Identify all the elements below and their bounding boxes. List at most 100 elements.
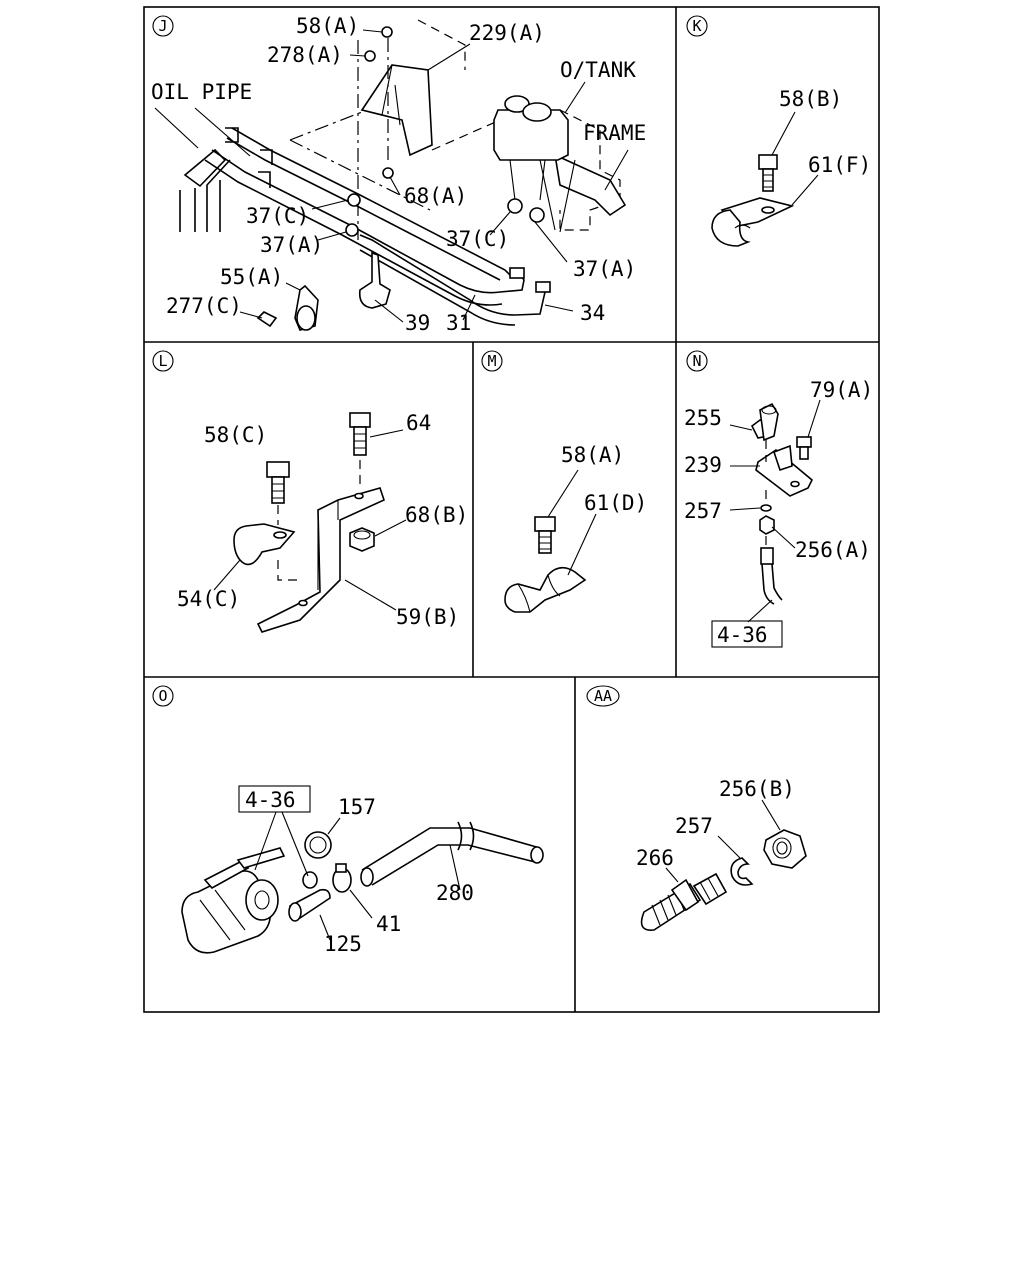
label-37c-left: 37(C) bbox=[246, 204, 309, 228]
oil-pipe-lower bbox=[204, 149, 525, 306]
bracket-229a bbox=[360, 64, 433, 157]
nut-278a bbox=[364, 50, 376, 62]
label-58c: 58(C) bbox=[204, 423, 267, 447]
label-125: 125 bbox=[324, 932, 362, 956]
ref-box-4-36-o[interactable]: 4-36 bbox=[238, 785, 311, 813]
bracket-59b bbox=[256, 487, 385, 633]
svg-text:N: N bbox=[692, 352, 701, 370]
label-54c: 54(C) bbox=[177, 587, 240, 611]
clip-61f bbox=[711, 197, 795, 247]
section-aa: AA 256(B) 257 266 bbox=[586, 685, 807, 931]
bolt-58a-m bbox=[534, 516, 556, 554]
label-257-n: 257 bbox=[684, 499, 722, 523]
clip-54c bbox=[233, 523, 296, 566]
label-64: 64 bbox=[406, 411, 431, 435]
label-256b: 256(B) bbox=[719, 777, 795, 801]
clip-61d bbox=[504, 566, 587, 613]
label-266: 266 bbox=[636, 846, 674, 870]
label-31: 31 bbox=[446, 311, 471, 335]
clamp-37c-left bbox=[347, 193, 361, 207]
label-61f: 61(F) bbox=[808, 153, 871, 177]
label-otank: O/TANK bbox=[560, 58, 636, 82]
label-41: 41 bbox=[376, 912, 401, 936]
ref-box-4-36-n[interactable]: 4-36 bbox=[711, 620, 783, 648]
oil-pipe-upper bbox=[226, 127, 511, 281]
label-oil-pipe: OIL PIPE bbox=[151, 80, 252, 104]
section-l: L 58(C) 64 68(B) 54(C bbox=[152, 350, 468, 633]
oil-tank bbox=[493, 95, 569, 201]
snap-ring-257 bbox=[730, 857, 754, 886]
svg-text:4-36: 4-36 bbox=[245, 788, 296, 812]
label-frame: FRAME bbox=[583, 121, 646, 145]
label-61d: 61(D) bbox=[584, 491, 647, 515]
label-229a: 229(A) bbox=[469, 21, 545, 45]
panel-grid bbox=[143, 6, 880, 1013]
label-239: 239 bbox=[684, 453, 722, 477]
label-257-aa: 257 bbox=[675, 814, 713, 838]
label-39: 39 bbox=[405, 311, 430, 335]
label-59b: 59(B) bbox=[396, 605, 459, 629]
label-255: 255 bbox=[684, 406, 722, 430]
label-68a: 68(A) bbox=[404, 184, 467, 208]
section-k: K 58(B) 61(F) bbox=[686, 15, 871, 247]
clamp-41 bbox=[332, 863, 352, 893]
svg-text:L: L bbox=[158, 352, 167, 370]
clamp-37a-left bbox=[345, 223, 359, 237]
bolt-64 bbox=[349, 412, 371, 456]
svg-text:M: M bbox=[487, 352, 496, 370]
clamp-37a-right bbox=[529, 207, 545, 223]
label-37a-left: 37(A) bbox=[260, 233, 323, 257]
bolt-58a bbox=[381, 26, 393, 38]
label-280: 280 bbox=[436, 881, 474, 905]
svg-text:AA: AA bbox=[594, 687, 612, 705]
bracket-239 bbox=[755, 444, 813, 497]
label-68b: 68(B) bbox=[405, 503, 468, 527]
fitting-266 bbox=[640, 872, 728, 931]
bolt-58c bbox=[266, 461, 290, 504]
label-58a: 58(A) bbox=[296, 14, 359, 38]
label-58b: 58(B) bbox=[779, 87, 842, 111]
fitting-255 bbox=[750, 402, 779, 442]
clamp-39 bbox=[358, 251, 391, 309]
small-ring-o bbox=[302, 871, 318, 889]
label-277c: 277(C) bbox=[166, 294, 242, 318]
label-278a: 278(A) bbox=[267, 43, 343, 67]
svg-text:4-36: 4-36 bbox=[717, 623, 768, 647]
pipe-125 bbox=[288, 888, 331, 922]
section-k-marker: K bbox=[686, 15, 708, 37]
pump-body bbox=[181, 847, 286, 954]
section-j-marker: J bbox=[152, 15, 174, 37]
oring-157 bbox=[304, 831, 332, 859]
nut-256a bbox=[759, 515, 775, 535]
section-j: J bbox=[151, 14, 646, 335]
label-55a: 55(A) bbox=[220, 265, 283, 289]
hose-280 bbox=[360, 821, 544, 887]
label-34: 34 bbox=[580, 301, 605, 325]
section-o-marker: O bbox=[152, 685, 174, 707]
section-m-marker: M bbox=[481, 350, 503, 372]
label-256a: 256(A) bbox=[795, 538, 871, 562]
section-n: N 255 79(A) 239 257 256(A) bbox=[684, 350, 873, 648]
svg-text:O: O bbox=[158, 687, 167, 705]
label-37a-right: 37(A) bbox=[573, 257, 636, 281]
label-79a: 79(A) bbox=[810, 378, 873, 402]
nut-256b bbox=[763, 829, 807, 869]
section-aa-marker: AA bbox=[586, 685, 620, 707]
section-l-marker: L bbox=[152, 350, 174, 372]
label-157: 157 bbox=[338, 795, 376, 819]
bolt-58b bbox=[758, 154, 778, 192]
hose-n bbox=[760, 547, 783, 605]
washer-257-n bbox=[760, 504, 772, 512]
nut-68b bbox=[349, 527, 375, 552]
clamp-37c-right bbox=[507, 198, 523, 214]
bolt-277c bbox=[256, 311, 278, 328]
nut-68a bbox=[382, 167, 394, 179]
svg-text:J: J bbox=[158, 17, 167, 35]
label-37c-right: 37(C) bbox=[446, 227, 509, 251]
label-58a-m: 58(A) bbox=[561, 443, 624, 467]
section-m: M 58(A) 61(D) bbox=[481, 350, 647, 613]
section-n-marker: N bbox=[686, 350, 708, 372]
svg-text:K: K bbox=[692, 17, 701, 35]
section-o: O 157 280 4 bbox=[152, 685, 544, 956]
